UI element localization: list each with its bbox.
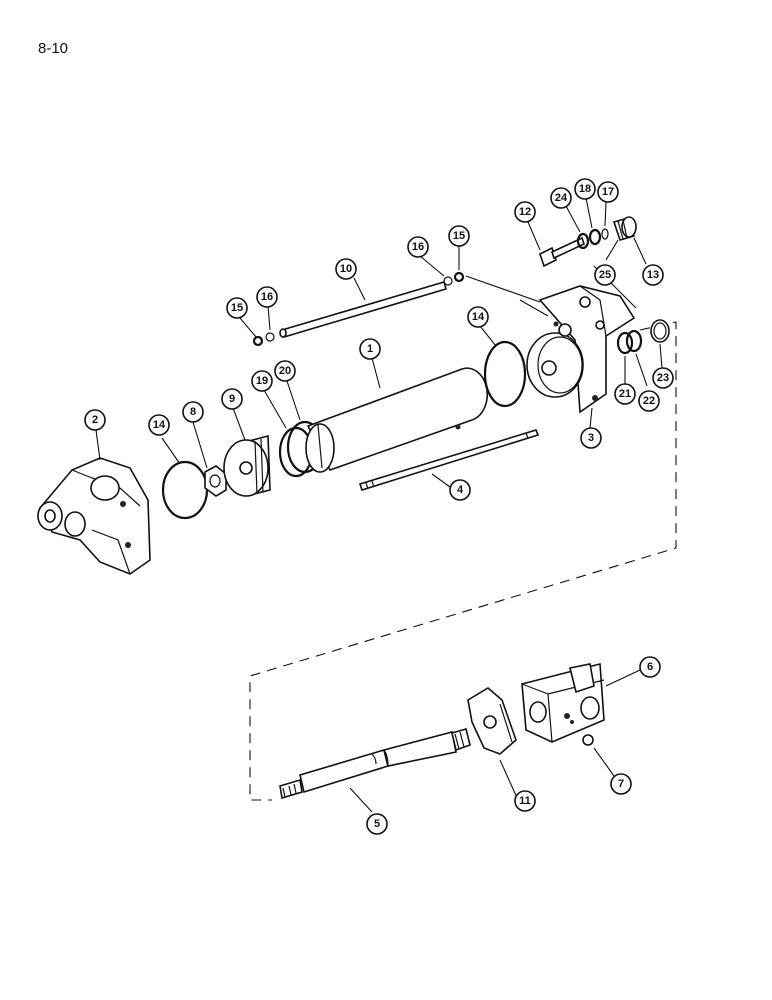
svg-text:15: 15	[453, 230, 465, 242]
callout-15-right: 15	[448, 225, 470, 247]
svg-text:14: 14	[153, 419, 166, 431]
tube-part	[279, 281, 447, 338]
callout-22: 22	[638, 390, 660, 412]
callout-16-left: 16	[256, 286, 278, 308]
callout-2: 2	[84, 409, 106, 431]
callout-8: 8	[182, 401, 204, 423]
callout-3: 3	[580, 427, 602, 449]
svg-text:3: 3	[588, 432, 594, 444]
callout-21: 21	[614, 383, 636, 405]
leader-lines	[95, 197, 663, 813]
tie-rod-part	[358, 429, 540, 491]
svg-text:12: 12	[519, 206, 531, 218]
callout-18: 18	[574, 178, 596, 200]
svg-text:16: 16	[412, 241, 424, 253]
callout-17: 17	[597, 181, 619, 203]
callout-5: 5	[366, 813, 388, 835]
svg-text:22: 22	[643, 395, 655, 407]
callout-9: 9	[221, 388, 243, 410]
o-ring-14-left	[161, 460, 209, 520]
callout-10: 10	[335, 258, 357, 280]
svg-text:25: 25	[599, 269, 611, 281]
callout-15-left: 15	[226, 297, 248, 319]
svg-text:17: 17	[602, 186, 614, 198]
callout-13: 13	[642, 264, 664, 286]
ring-18	[588, 228, 602, 246]
svg-text:14: 14	[472, 311, 485, 323]
piston-rod-part	[279, 728, 471, 800]
svg-text:8: 8	[190, 406, 196, 418]
nut-part	[204, 465, 227, 497]
callout-23: 23	[652, 367, 674, 389]
ring-17	[601, 228, 609, 240]
svg-text:4: 4	[457, 484, 464, 496]
callout-14-right: 14	[467, 306, 489, 328]
clevis-bracket-part	[467, 687, 517, 755]
page-number-label: 8-10	[38, 40, 69, 57]
grease-fitting-7	[582, 734, 594, 746]
seal-16-right	[443, 276, 453, 286]
dashed-assembly-line	[249, 321, 677, 801]
svg-text:19: 19	[256, 375, 268, 387]
callout-19: 19	[251, 370, 273, 392]
seal-15-left	[252, 335, 264, 347]
svg-text:20: 20	[279, 365, 291, 377]
seal-15-right	[453, 271, 465, 283]
svg-text:23: 23	[657, 372, 669, 384]
svg-text:7: 7	[618, 778, 624, 790]
svg-text:15: 15	[231, 302, 243, 314]
svg-text:11: 11	[519, 795, 531, 807]
clevis-block-part	[521, 662, 605, 743]
svg-text:10: 10	[340, 263, 352, 275]
callout-11: 11	[514, 790, 536, 812]
callout-20: 20	[274, 360, 296, 382]
callout-4: 4	[449, 479, 471, 501]
callout-14-left: 14	[148, 414, 170, 436]
callout-1: 1	[359, 338, 381, 360]
callout-7: 7	[610, 773, 632, 795]
ring-24	[576, 232, 590, 250]
callout-16-right: 16	[407, 236, 429, 258]
svg-text:21: 21	[619, 388, 631, 400]
cylinder-head-part	[526, 285, 636, 414]
seal-22	[625, 329, 643, 353]
mounting-bracket-part	[37, 457, 151, 575]
fitting-part	[539, 236, 585, 268]
seal-16-left	[265, 332, 275, 342]
callout-6: 6	[639, 656, 661, 678]
svg-text:9: 9	[229, 393, 235, 405]
svg-text:1: 1	[367, 343, 373, 355]
svg-text:2: 2	[92, 414, 98, 426]
svg-text:16: 16	[261, 291, 273, 303]
svg-text:5: 5	[374, 818, 380, 830]
seal-21	[616, 331, 634, 355]
valve-plug-part	[612, 216, 637, 241]
callout-25: 25	[594, 264, 616, 286]
svg-text:13: 13	[647, 269, 659, 281]
svg-text:18: 18	[579, 183, 591, 195]
piston-part	[223, 434, 271, 497]
svg-text:6: 6	[647, 661, 653, 673]
callout-24: 24	[550, 187, 572, 209]
callout-12: 12	[514, 201, 536, 223]
svg-text:24: 24	[555, 192, 568, 204]
wiper-23	[650, 319, 670, 343]
o-ring-14-right	[483, 340, 527, 408]
